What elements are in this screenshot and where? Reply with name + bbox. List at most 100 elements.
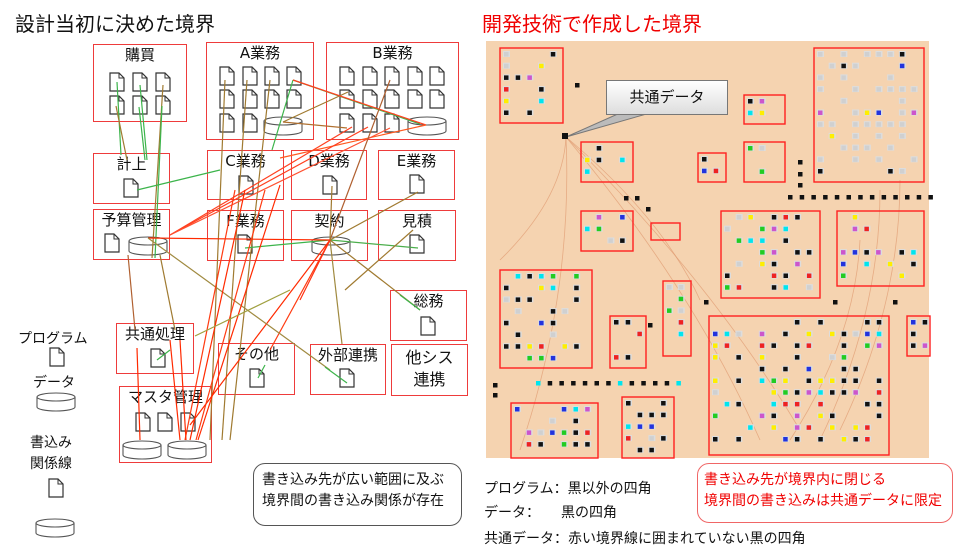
node-square: [865, 425, 870, 430]
node-square: [539, 274, 544, 279]
node-square: [748, 215, 753, 220]
node-square: [661, 401, 666, 406]
node-square: [515, 407, 520, 412]
generated-boundary: [662, 280, 692, 357]
node-square: [574, 344, 579, 349]
node-square: [795, 215, 800, 220]
node-square: [853, 87, 858, 92]
program-doc-icon: [420, 316, 436, 336]
program-doc-icon: [407, 89, 423, 109]
node-square: [561, 430, 567, 435]
generated-boundary: [621, 396, 675, 459]
node-square: [783, 401, 788, 407]
node-square: [539, 344, 544, 349]
node-square: [550, 320, 556, 326]
program-doc-icon: [242, 113, 258, 133]
node-square: [922, 343, 928, 348]
node-square: [853, 145, 858, 151]
node-square: [725, 285, 730, 290]
write-relation-line: [159, 254, 176, 331]
data-cylinder-icon: [122, 440, 162, 460]
dependency-curve: [499, 136, 567, 261]
common-data-node: [846, 195, 851, 200]
program-doc-icon: [384, 66, 400, 86]
node-square: [760, 261, 765, 267]
node-square: [550, 309, 556, 314]
node-square: [596, 157, 602, 163]
node-square: [841, 98, 846, 104]
node-square: [504, 63, 509, 69]
node-square: [841, 366, 847, 372]
node-square: [818, 378, 823, 383]
node-square: [504, 98, 509, 104]
write-relation-line: [184, 189, 236, 441]
node-square: [614, 320, 619, 325]
write-relation-line: [329, 239, 419, 249]
node-square: [667, 308, 672, 313]
generated-nodes: [493, 51, 933, 453]
node-square: [853, 110, 858, 115]
node-square: [760, 250, 765, 255]
program-doc-icon: [362, 113, 378, 133]
node-square: [841, 273, 846, 278]
common-data-node: [646, 207, 651, 212]
node-square: [830, 355, 835, 360]
label-line: 他シス: [405, 348, 454, 367]
node-square: [829, 133, 835, 139]
note-line: 境界間の書き込みは共通データに限定: [704, 493, 942, 509]
data-cylinder-icon: [36, 392, 76, 412]
node-square: [899, 169, 905, 174]
node-square: [526, 430, 532, 435]
left-title: 設計当初に決めた境界: [15, 12, 215, 36]
program-doc-icon: [48, 478, 64, 498]
write-relation-line: [282, 121, 348, 129]
node-square: [853, 437, 858, 442]
node-square: [818, 75, 823, 80]
node-square: [783, 215, 788, 220]
node-square: [806, 425, 812, 430]
node-square: [853, 122, 858, 127]
node-square: [637, 331, 642, 337]
node-square: [794, 320, 800, 325]
node-square: [736, 285, 742, 290]
node-square: [736, 437, 741, 442]
boundary-label: A業務: [239, 44, 281, 62]
node-square: [841, 145, 846, 151]
node-square: [852, 250, 858, 255]
legend-common-data: 共通データ：赤い境界線に囲まれていない黒の四角: [484, 531, 806, 547]
node-square: [818, 413, 823, 419]
node-square: [852, 226, 858, 232]
node-square: [625, 320, 631, 325]
boundary-c-work: C業務: [207, 150, 284, 200]
boundary-label: 総務: [413, 292, 444, 310]
node-square: [841, 343, 847, 348]
node-square: [550, 430, 555, 435]
node-square: [637, 447, 643, 453]
node-square: [736, 238, 742, 243]
boundary-label: 他シス連携: [392, 347, 467, 391]
node-square: [713, 343, 718, 348]
boundary-label: D業務: [308, 152, 350, 170]
common-data-node: [629, 381, 635, 386]
write-relation-line: [329, 79, 391, 241]
generated-boundary: [697, 152, 727, 183]
node-square: [818, 401, 823, 407]
node-square: [876, 413, 882, 419]
generated-boundary: [708, 315, 890, 456]
node-square: [806, 285, 812, 290]
node-square: [876, 401, 882, 407]
write-relation-line: [279, 124, 427, 159]
node-square: [818, 390, 823, 395]
node-square: [876, 157, 881, 162]
node-square: [771, 215, 777, 220]
node-square: [876, 87, 881, 92]
node-square: [649, 447, 654, 453]
write-relation-line: [169, 339, 181, 441]
common-data-node: [798, 172, 803, 177]
node-square: [736, 331, 741, 337]
node-square: [865, 343, 870, 348]
node-square: [864, 145, 870, 151]
generated-boundaries: [499, 47, 931, 459]
node-square: [794, 413, 800, 419]
node-square: [864, 226, 869, 232]
